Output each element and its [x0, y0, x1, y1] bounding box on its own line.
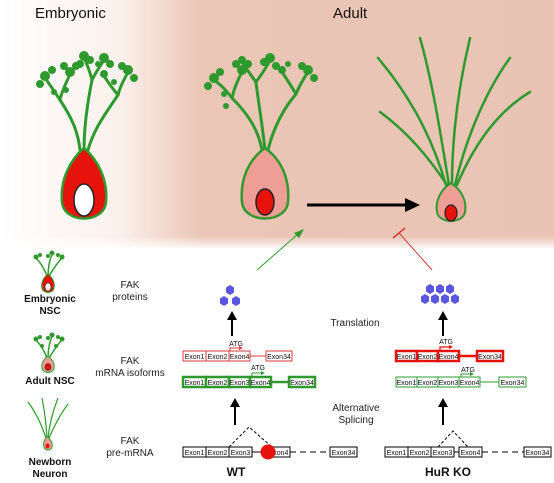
exon-label: Exon3	[230, 380, 250, 387]
newborn-neuron-cell	[376, 36, 532, 222]
label-embryonic-nsc-line2: NSC	[39, 306, 60, 317]
exon-label: Exon3	[433, 450, 453, 457]
label-newborn-line1: Newborn	[29, 457, 72, 468]
wt-translation-arrow	[227, 311, 237, 336]
ko-splicing-arrow	[438, 398, 448, 425]
inhibition-line	[392, 227, 433, 271]
wt-fak-protein-cluster	[220, 285, 240, 306]
exon-label: Exon1	[397, 380, 417, 387]
ko-fak-protein-cluster	[421, 284, 459, 304]
label-fak-premrna-line1: FAK	[121, 436, 140, 447]
exon-label: Exon34	[501, 380, 525, 387]
exon-label: Exon1	[185, 380, 205, 387]
label-alt-splicing-line1: Alternative	[332, 403, 380, 414]
exon-label: Exon1	[397, 354, 417, 361]
atg-label: ATG	[461, 367, 475, 374]
label-translation: Translation	[330, 318, 379, 329]
ko-pre-mrna: Exon1 Exon2 Exon3 Exon4 Exon34	[384, 430, 552, 458]
condition-hur-ko: HuR KO	[425, 465, 471, 479]
label-alt-splicing-line2: Splicing	[338, 415, 373, 426]
label-newborn-line2: Neuron	[33, 469, 68, 480]
exon-label: Exon2	[418, 354, 438, 361]
label-fak-proteins-line2: proteins	[112, 292, 148, 303]
label-fak-premrna-line2: pre-mRNA	[106, 448, 154, 459]
newborn-neuron-icon	[27, 397, 69, 451]
maturation-arrow	[307, 198, 420, 212]
wt-isoform-green: Exon1 Exon2 Exon3 Exon4 Exon34 ATG	[181, 365, 317, 389]
ko-isoform-green: Exon1 Exon2 Exon3 Exon4 Exon34 ATG	[395, 367, 527, 388]
exon-label: Exon34	[267, 354, 291, 361]
exon-label: Exon1	[185, 450, 205, 457]
exon-label: Exon1	[387, 450, 407, 457]
exon-label: Exon2	[208, 450, 228, 457]
atg-label: ATG	[439, 339, 453, 346]
exon-label: Exon34	[526, 450, 550, 457]
exon-label: Exon4	[460, 380, 480, 387]
exon-label: Exon4	[251, 380, 271, 387]
exon-label: Exon3	[231, 450, 251, 457]
exon-label: Exon3	[439, 380, 459, 387]
exon-label: Exon34	[332, 450, 356, 457]
exon-label: Exon2	[208, 380, 228, 387]
label-adult-nsc: Adult NSC	[25, 376, 74, 387]
ko-isoform-red: Exon1 Exon2 Exon4 Exon34 ATG	[394, 339, 505, 363]
exon-label: Exon2	[208, 354, 228, 361]
label-fak-isoforms-line1: FAK	[121, 356, 140, 367]
label-fak-proteins-line1: FAK	[121, 280, 140, 291]
header-adult: Adult	[333, 5, 368, 22]
wt-pre-mrna: Exon1 Exon2 Exon3 Exon4 Exon34	[182, 426, 358, 460]
exon-label: Exon4	[269, 450, 289, 457]
condition-wt: WT	[227, 465, 246, 479]
exon-label: Exon2	[410, 450, 430, 457]
label-fak-isoforms-line2: mRNA isoforms	[95, 368, 164, 379]
atg-label: ATG	[251, 365, 265, 372]
exon-label: Exon34	[478, 354, 502, 361]
exon-label: Exon4	[461, 450, 481, 457]
adult-nsc-icon	[33, 332, 65, 373]
exon-label: Exon1	[185, 354, 205, 361]
exon-label: Exon34	[290, 380, 314, 387]
embryonic-nsc-icon	[33, 250, 65, 293]
exon-label: Exon4	[439, 354, 459, 361]
exon-label: Exon4	[230, 354, 250, 361]
adult-nsc-cell	[204, 53, 318, 220]
exon-label: Exon2	[418, 380, 438, 387]
header-embryonic: Embryonic	[35, 5, 106, 22]
hur-protein-blob	[260, 444, 276, 460]
label-embryonic-nsc-line1: Embryonic	[24, 294, 76, 305]
wt-splicing-arrow	[230, 398, 240, 425]
atg-label: ATG	[229, 341, 243, 348]
promotion-arrow	[256, 229, 304, 271]
wt-isoform-red: Exon1 Exon2 Exon4 Exon34 ATG	[182, 341, 293, 362]
embryonic-nsc-cell	[36, 51, 138, 220]
ko-translation-arrow	[438, 311, 448, 336]
